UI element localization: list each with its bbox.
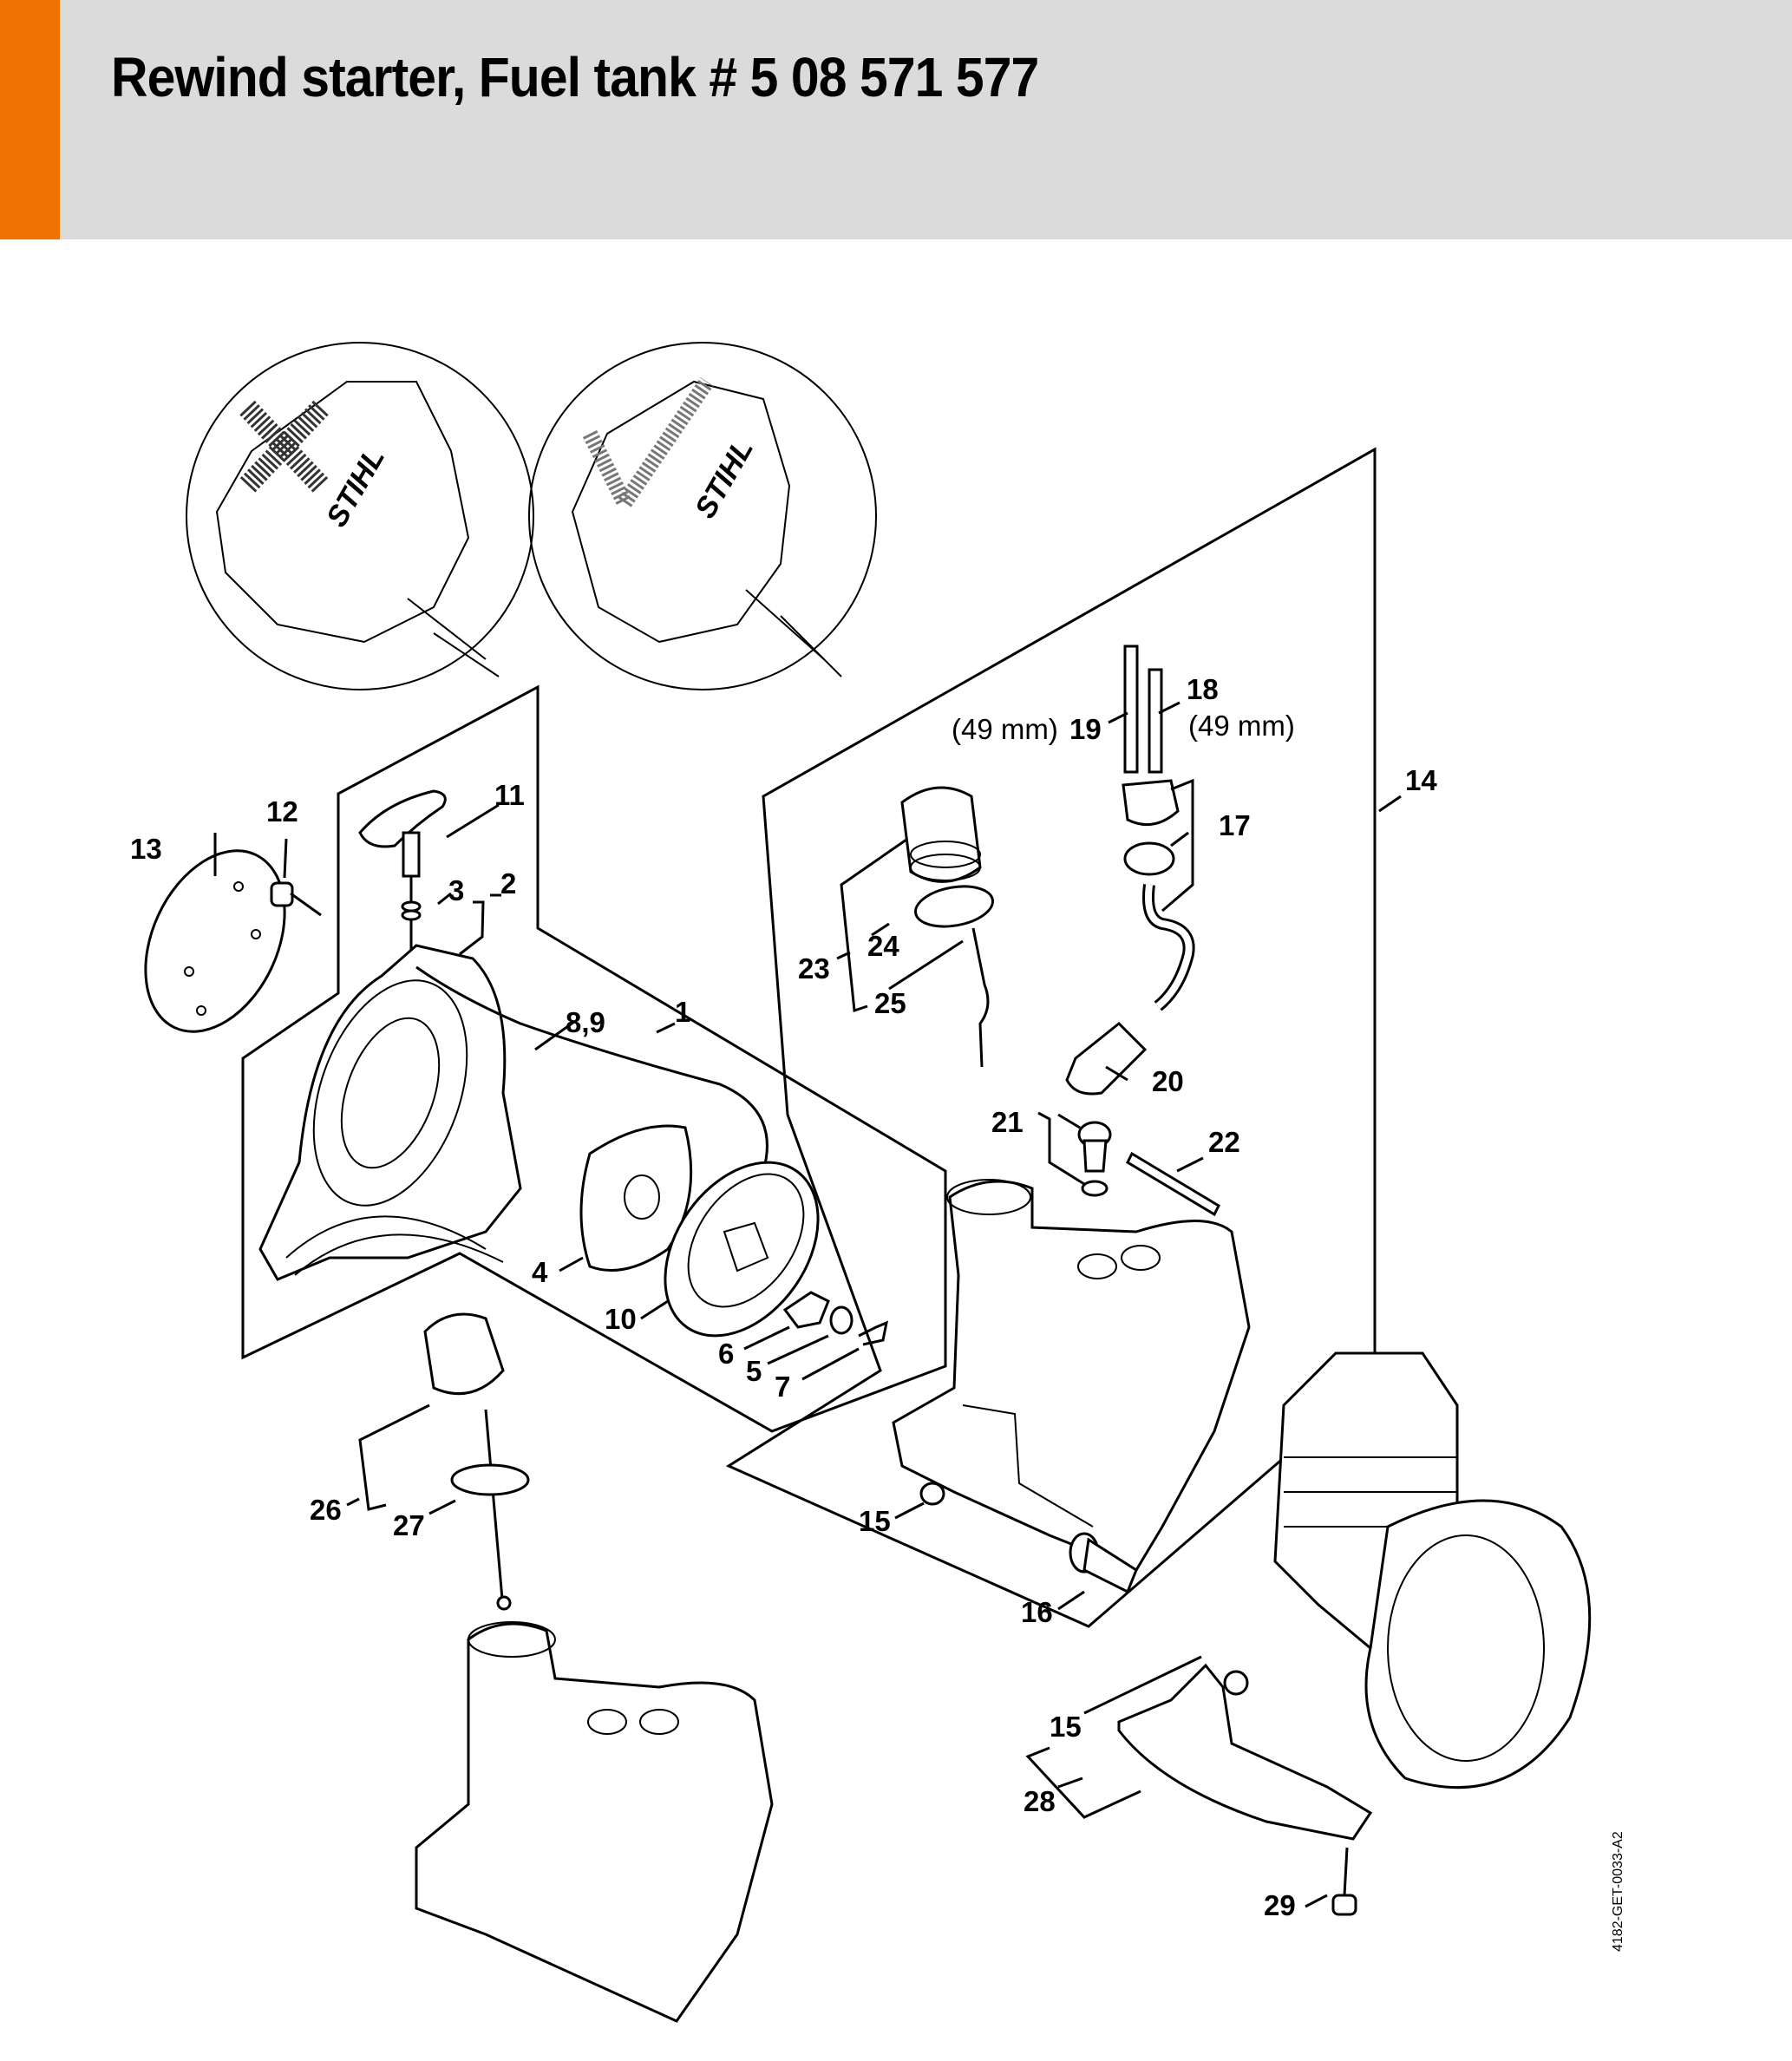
callout-29: 29 xyxy=(1264,1889,1296,1921)
callout-5: 5 xyxy=(746,1355,762,1387)
callout-24: 24 xyxy=(867,930,899,962)
header-banner xyxy=(0,0,1792,239)
callout-25: 25 xyxy=(874,987,906,1019)
callout-2: 2 xyxy=(500,867,516,900)
callout-21: 21 xyxy=(991,1106,1024,1138)
part-19-hose xyxy=(1123,644,1139,774)
callout-27: 27 xyxy=(393,1509,425,1541)
callout-17: 17 xyxy=(1219,809,1251,841)
engine-housing-sketch: STIHL xyxy=(571,380,842,677)
callout-4: 4 xyxy=(532,1256,548,1288)
part-28-support-pad xyxy=(1117,1663,1373,1841)
part-11-starter-grip xyxy=(358,789,447,963)
group-outline-rewind-starter xyxy=(241,684,947,1433)
callout-12: 12 xyxy=(266,795,298,828)
part-20-fuel-filter xyxy=(1065,1021,1148,1096)
page-title: Rewind starter, Fuel tank # 5 08 571 577 xyxy=(111,46,1039,108)
part-18-hose xyxy=(1148,668,1163,774)
part-15-bushing-lower xyxy=(1223,1670,1249,1696)
part-2-fan-housing xyxy=(258,944,522,1281)
part-22-hose xyxy=(1126,1151,1220,1217)
part-10-rope-rotor xyxy=(664,1161,820,1338)
fuel-tank-reference-view xyxy=(415,1621,774,2023)
part-21-tank-vent xyxy=(1077,1121,1112,1197)
callout-18: 18 xyxy=(1187,673,1219,705)
part-13-cover xyxy=(144,849,286,1033)
part-26-fuel-cap xyxy=(423,1312,512,1611)
callout-16: 16 xyxy=(1021,1596,1053,1628)
part-29-screw xyxy=(1331,1847,1357,1916)
part-24-seal-ring xyxy=(914,885,994,928)
cross-icon xyxy=(239,400,329,494)
callout-20: 20 xyxy=(1152,1065,1184,1097)
svg-text:STIHL: STIHL xyxy=(320,442,391,533)
callout-6: 6 xyxy=(718,1338,734,1370)
part-6-pawl xyxy=(782,1291,830,1329)
callout-13: 13 xyxy=(130,833,162,865)
callout-23: 23 xyxy=(798,952,830,985)
check-icon xyxy=(582,376,714,519)
part-12-screw xyxy=(270,881,322,917)
callout-7: 7 xyxy=(775,1371,790,1403)
callout-11: 11 xyxy=(494,779,525,811)
dimension-18: (49 mm) xyxy=(1188,710,1295,742)
part-25-retaining-strap xyxy=(971,927,990,1068)
callout-10: 10 xyxy=(605,1303,637,1335)
dimension-19: (49 mm) xyxy=(952,713,1058,745)
group-outline-fuel-tank xyxy=(725,447,1377,1628)
leader-lines xyxy=(213,701,1402,1908)
part-5-washer xyxy=(829,1305,853,1335)
inset-incorrect: STIHL xyxy=(186,342,534,690)
part-23-fuel-cap xyxy=(900,786,982,883)
engine-assembly xyxy=(1273,1351,1592,1789)
part-17-grommet-assembly xyxy=(1122,779,1195,1011)
callout-19: 19 xyxy=(1069,713,1102,745)
callout-15-tank: 15 xyxy=(859,1505,891,1537)
drawing-code: 4182-GET-0033-A2 xyxy=(1611,1831,1625,1952)
callout-14: 14 xyxy=(1405,764,1437,796)
svg-text:STIHL: STIHL xyxy=(689,434,760,524)
part-15-bushing xyxy=(919,1482,945,1506)
part-7-spring-clip xyxy=(858,1320,889,1346)
callout-8-9: 8,9 xyxy=(566,1006,605,1038)
callout-1: 1 xyxy=(675,996,690,1028)
header-accent-bar xyxy=(0,0,60,239)
part-27-seal-ring xyxy=(450,1463,530,1496)
part-16-spacer xyxy=(1069,1532,1138,1594)
callout-26: 26 xyxy=(310,1494,342,1526)
callout-15-pad: 15 xyxy=(1050,1711,1082,1743)
callout-3: 3 xyxy=(448,874,464,906)
callout-28: 28 xyxy=(1024,1785,1056,1817)
part-4-spring-housing xyxy=(579,1124,693,1272)
inset-correct: STIHL xyxy=(528,342,877,690)
callout-22: 22 xyxy=(1208,1126,1240,1158)
